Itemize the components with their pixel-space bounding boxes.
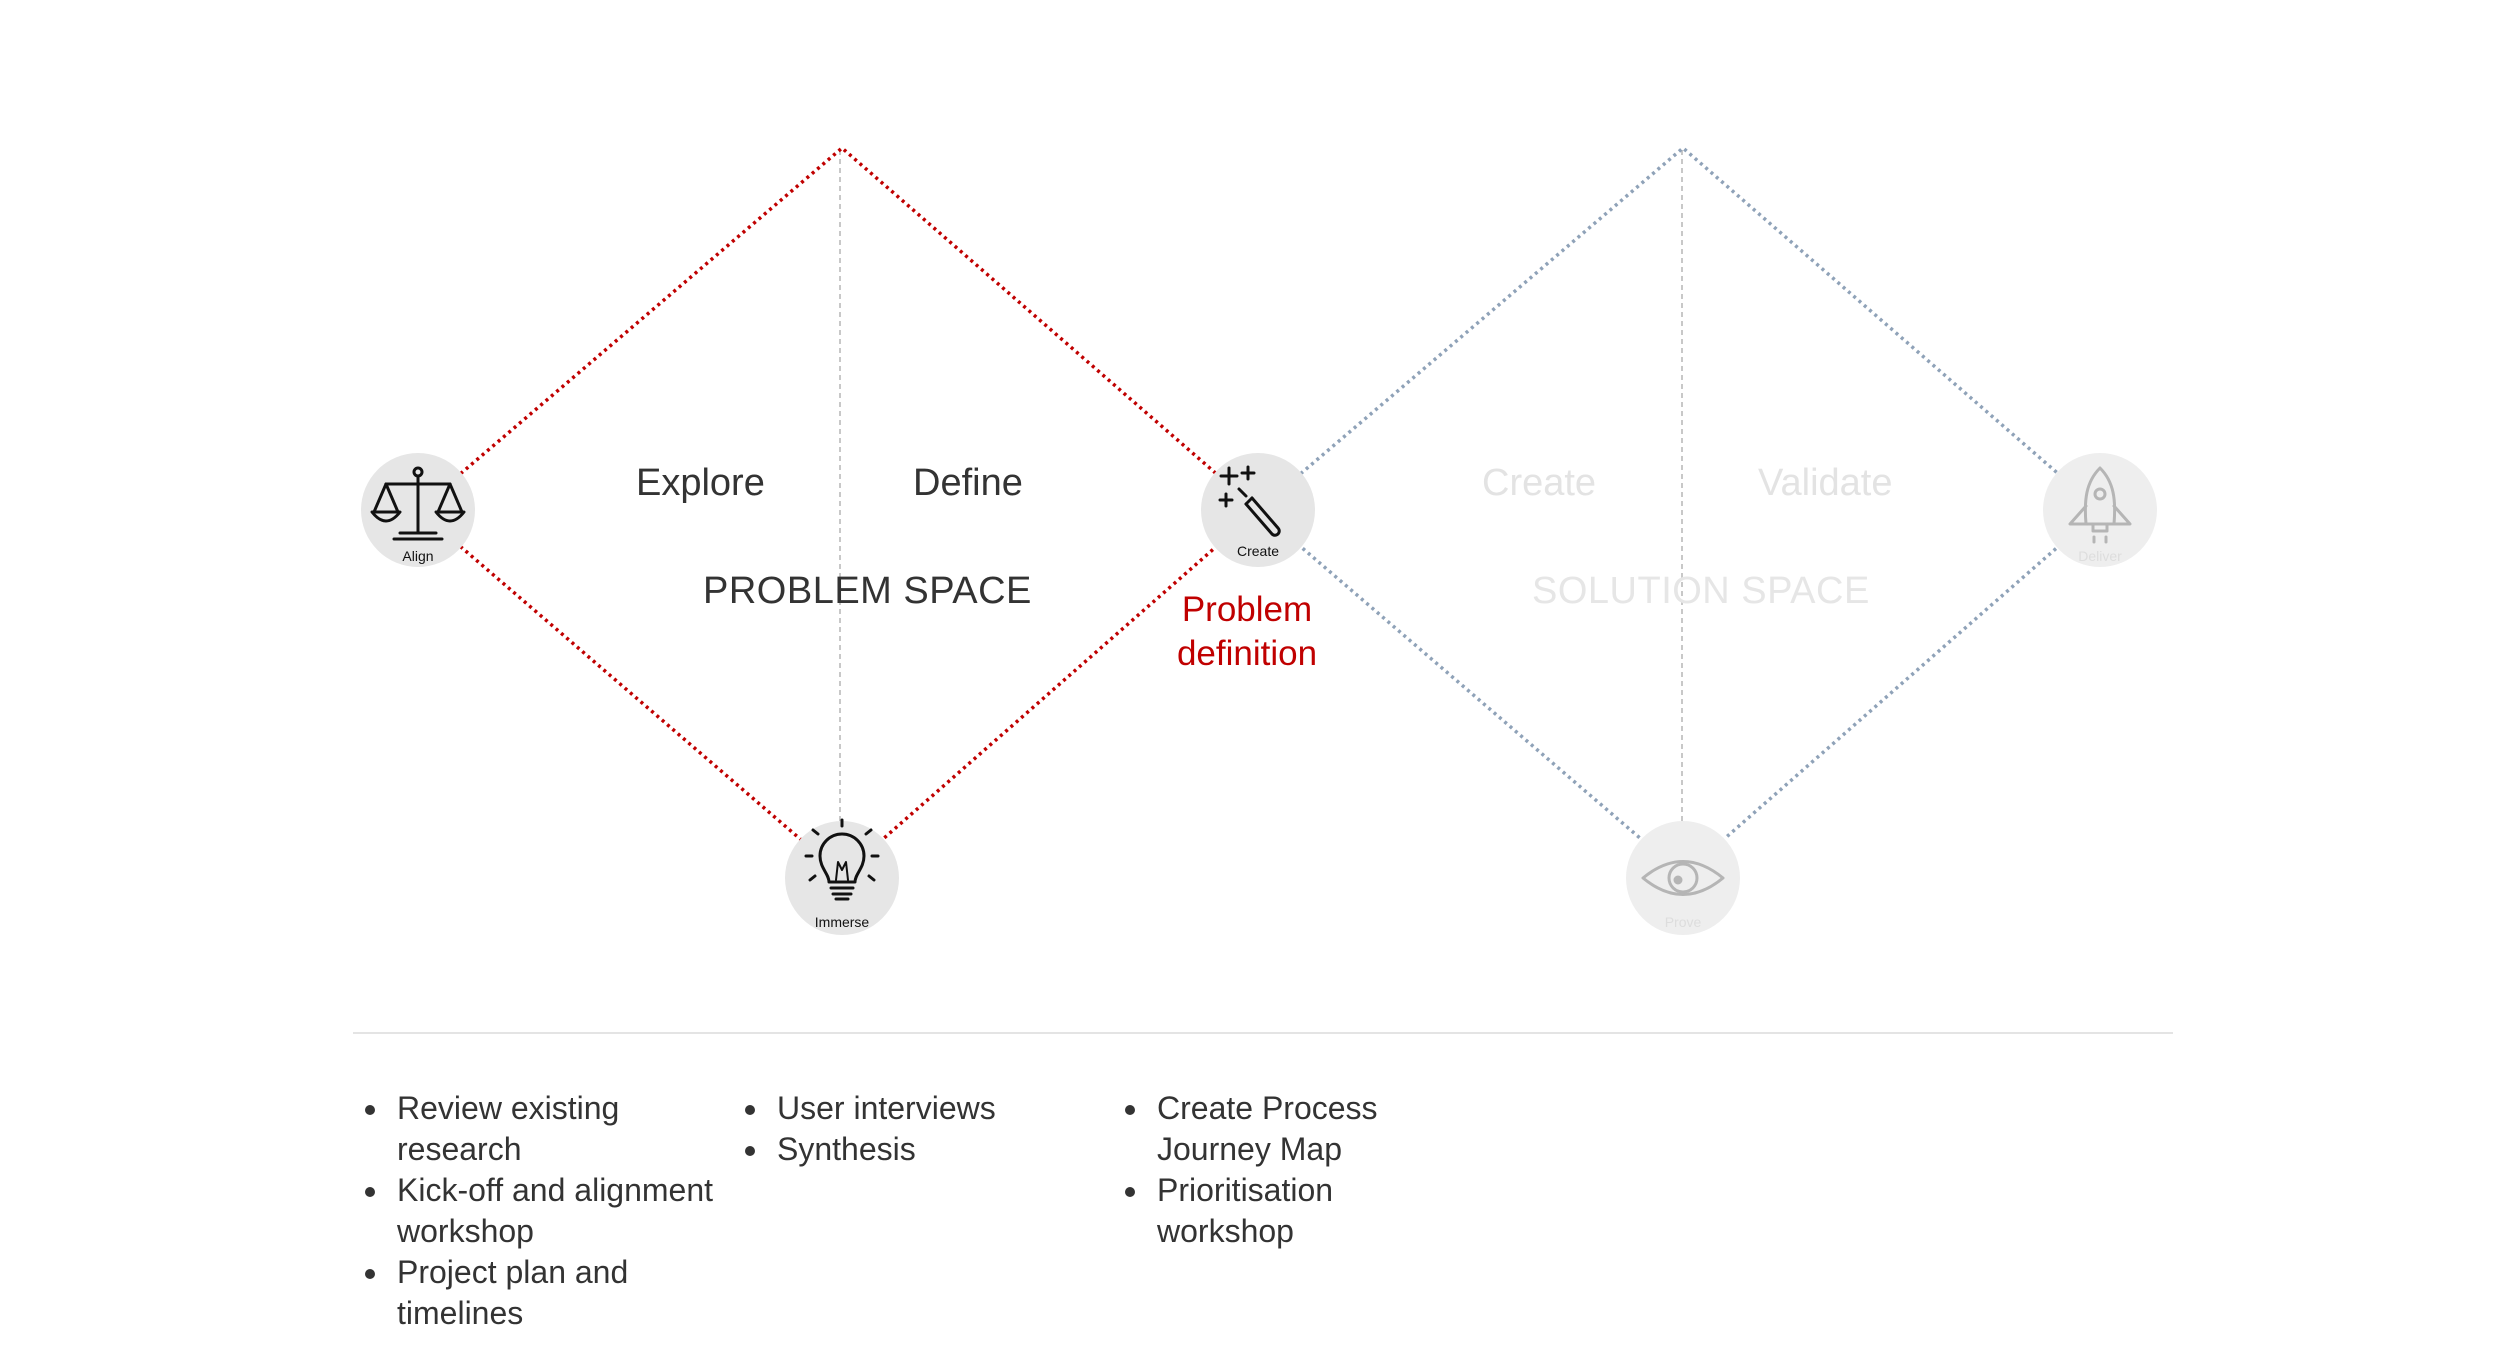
phase-explore: Explore (636, 462, 765, 504)
deliver-node (2043, 453, 2157, 567)
phase-create: Create (1482, 462, 1597, 504)
rocket-icon (2068, 466, 2132, 544)
activities-immerse: User interviews Synthesis (733, 1088, 1111, 1170)
immerse-node (785, 821, 899, 935)
section-divider (353, 1032, 2173, 1034)
phase-validate: Validate (1758, 462, 1893, 504)
activities-create: Create Process Journey Map Prioritisatio… (1113, 1088, 1471, 1252)
deliver-label: Deliver (2078, 548, 2122, 564)
list-item: Prioritisation workshop (1151, 1170, 1471, 1252)
list-item: Project plan and timelines (391, 1252, 731, 1334)
align-label: Align (402, 548, 434, 564)
list-item: Review existing research (391, 1088, 731, 1170)
scales-icon (370, 466, 466, 541)
milestone-line-1: Problem (1181, 590, 1313, 629)
create-label: Create (1236, 543, 1280, 559)
prove-node (1626, 821, 1740, 935)
list-item: Kick-off and alignment workshop (391, 1170, 731, 1252)
prove-label: Prove (1664, 914, 1702, 930)
magic-wand-icon (1218, 465, 1281, 537)
activities-align: Review existing research Kick-off and al… (353, 1088, 731, 1334)
list-item: User interviews (771, 1088, 1111, 1129)
milestone-line-2: definition (1176, 634, 1318, 673)
eye-icon (1641, 860, 1725, 896)
problem-diamond (415, 145, 1261, 878)
lightbulb-icon (804, 818, 880, 901)
problem-space-label: PROBLEM SPACE (703, 570, 1032, 612)
solution-space-label: SOLUTION SPACE (1532, 570, 1870, 612)
immerse-label: Immerse (814, 914, 870, 930)
solution-diamond (1255, 145, 2103, 878)
list-item: Create Process Journey Map (1151, 1088, 1471, 1170)
milestone-label: Problem definition (1127, 588, 1367, 676)
phase-define: Define (913, 462, 1023, 504)
list-item: Synthesis (771, 1129, 1111, 1170)
